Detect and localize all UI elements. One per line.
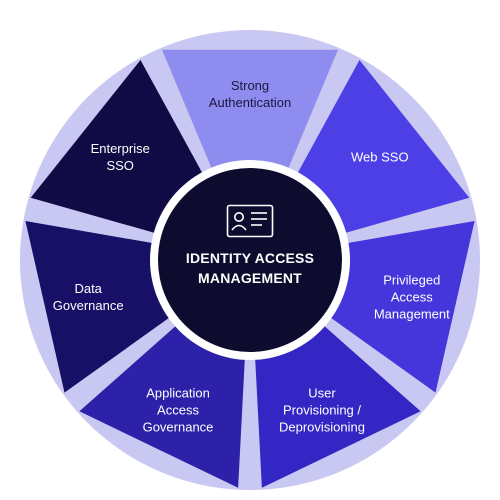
- id-card-icon: [226, 204, 274, 238]
- segment-3: [320, 221, 475, 393]
- segment-1: [162, 49, 338, 181]
- segment-7: [30, 60, 209, 237]
- segment-5: [79, 317, 246, 488]
- center-title: IDENTITY ACCESS MANAGEMENT: [185, 250, 315, 286]
- segment-2: [291, 60, 470, 237]
- segment-6: [25, 221, 181, 393]
- segments: [25, 49, 475, 488]
- segment-4: [254, 317, 421, 488]
- center-disc: [158, 168, 342, 352]
